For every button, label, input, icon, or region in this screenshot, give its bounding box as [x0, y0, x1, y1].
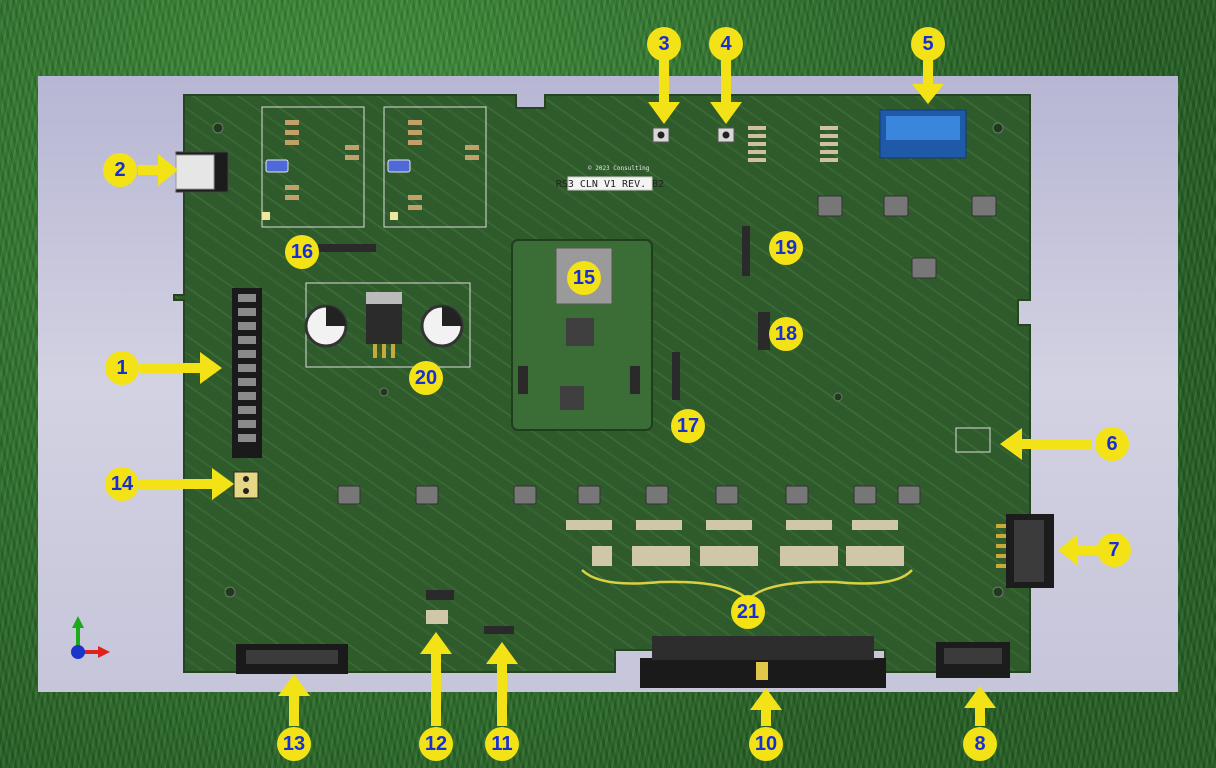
- svg-text:5: 5: [922, 33, 933, 55]
- callout-arrowheads: [158, 84, 1078, 710]
- svg-text:8: 8: [974, 733, 985, 755]
- pin-header-11: [484, 626, 514, 634]
- smd-parts-top: [285, 120, 479, 210]
- callout-10: 10: [749, 727, 783, 761]
- terminal-block: [232, 288, 262, 458]
- pin-header-19: [742, 226, 750, 276]
- callout-18: 18: [769, 317, 803, 351]
- silk-box-left: [261, 106, 365, 228]
- dc-power-jack: [175, 151, 229, 193]
- callout-11: 11: [485, 727, 519, 761]
- callout-arrows: [138, 60, 1098, 726]
- push-buttons: [652, 127, 735, 143]
- dip-switch: [879, 109, 967, 159]
- svg-text:13: 13: [283, 733, 305, 755]
- callout-7: 7: [1097, 533, 1131, 567]
- svg-text:2: 2: [114, 159, 125, 181]
- svg-text:21: 21: [737, 601, 759, 623]
- connector-6: [955, 427, 991, 453]
- board-subtitle: © 2023 Consulting: [588, 165, 650, 172]
- svg-text:17: 17: [677, 415, 699, 437]
- callout-19: 19: [769, 231, 803, 265]
- callout-17: 17: [671, 409, 705, 443]
- mcu-module: [511, 239, 653, 431]
- svg-text:10: 10: [755, 733, 777, 755]
- callout-16: 16: [285, 235, 319, 269]
- callout-15: 15: [567, 261, 601, 295]
- svg-text:18: 18: [775, 323, 797, 345]
- callout-1: 1: [105, 351, 139, 385]
- callout-13: 13: [277, 727, 311, 761]
- pin-header-16: [318, 244, 376, 252]
- svg-text:1: 1: [116, 357, 127, 379]
- idc-connector-7: [996, 514, 1054, 588]
- callout-12: 12: [419, 727, 453, 761]
- svg-text:4: 4: [720, 33, 732, 55]
- pin-header-18: [758, 312, 770, 350]
- resistor-rows: [566, 520, 904, 566]
- svg-text:3: 3: [658, 33, 669, 55]
- board-title: RS3 CLN V1 REV. B2: [556, 179, 664, 190]
- idc-connector-8: [936, 642, 1010, 678]
- leds-top: [262, 159, 411, 220]
- callout-4: 4: [709, 27, 743, 61]
- callout-20: 20: [409, 361, 443, 395]
- svg-text:6: 6: [1106, 433, 1117, 455]
- callout-8: 8: [963, 727, 997, 761]
- callout-14: 14: [105, 467, 139, 501]
- svg-text:7: 7: [1108, 539, 1119, 561]
- callout-5: 5: [911, 27, 945, 61]
- callout-2: 2: [103, 153, 137, 187]
- svg-text:12: 12: [425, 733, 447, 755]
- callout-21: 21: [731, 595, 765, 629]
- voltage-regulator-area: [304, 282, 471, 368]
- svg-text:20: 20: [415, 367, 437, 389]
- pin-header-17: [672, 352, 680, 400]
- silk-box-right: [383, 106, 487, 228]
- svg-text:15: 15: [573, 267, 595, 289]
- callout-3: 3: [647, 27, 681, 61]
- idc-connector-10: [640, 636, 886, 688]
- axis-indicator-icon: [71, 616, 110, 659]
- svg-text:19: 19: [775, 237, 797, 259]
- board-title-box: [567, 176, 653, 191]
- jumper-12: [426, 590, 454, 624]
- svg-text:14: 14: [111, 473, 134, 495]
- svg-text:11: 11: [491, 733, 512, 755]
- resistor-arrays-top: [748, 126, 838, 162]
- callout-6: 6: [1095, 427, 1129, 461]
- svg-text:16: 16: [291, 241, 313, 263]
- transistors: [337, 195, 997, 505]
- mounting-holes: [212, 122, 1004, 598]
- two-pin-connector: [233, 471, 259, 499]
- idc-connector-13: [236, 644, 348, 674]
